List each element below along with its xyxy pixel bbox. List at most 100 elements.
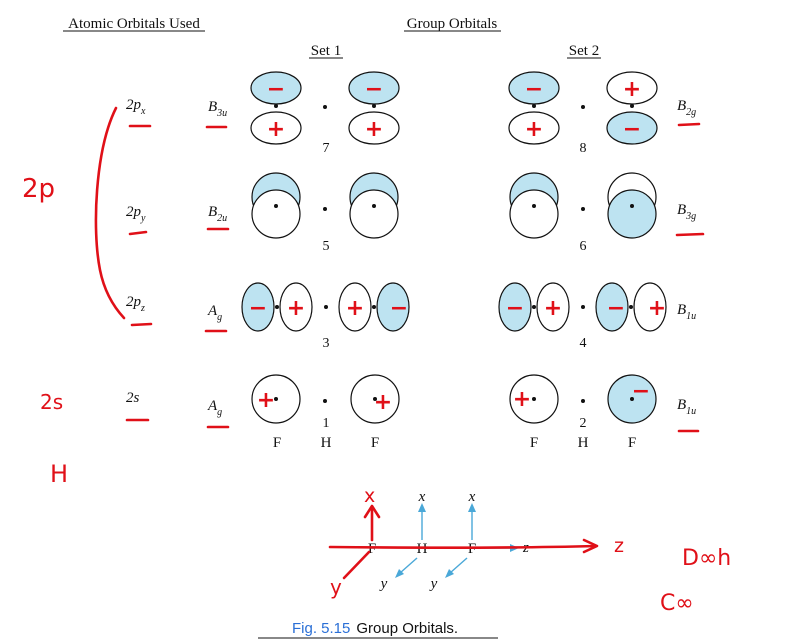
h-nucleus-dot: [324, 305, 328, 309]
orbital-6: [509, 172, 657, 239]
sym-label-row2-set2: B3g: [677, 202, 696, 222]
nucleus-dot: [630, 397, 634, 401]
x-axis-label: x: [418, 489, 426, 505]
plus-sign: +: [287, 296, 305, 321]
orbital-1: [251, 374, 400, 424]
sym-label-row3-set1: Ag: [207, 303, 222, 323]
py-lobe-front: [607, 189, 657, 239]
py-lobe-front: [251, 189, 301, 239]
handwritten-z-label: z: [614, 535, 624, 557]
nucleus-dot: [372, 104, 376, 108]
arrowhead: [418, 503, 426, 512]
px-lobe-bottom: [508, 111, 560, 145]
handwritten-point-group-dinfh: D∞h: [682, 546, 731, 571]
px-lobe-bottom: [348, 111, 400, 145]
nucleus-dot: [372, 204, 376, 208]
nucleus-dot: [373, 397, 377, 401]
orbital-number-3: 3: [323, 336, 330, 351]
nucleus-dot: [532, 104, 536, 108]
handwritten-y-axis: [342, 550, 371, 580]
py-lobe-front: [509, 189, 559, 239]
orbital-number-6: 6: [580, 239, 587, 254]
sym-label-row2-set1: B2u: [208, 204, 227, 224]
ao-label-2py: 2py: [126, 204, 146, 224]
h-nucleus-dot: [323, 207, 327, 211]
h-nucleus-dot: [323, 105, 327, 109]
minus-sign: −: [607, 296, 625, 321]
arrowhead: [468, 503, 476, 512]
ao-label-2px: 2px: [126, 97, 146, 117]
nucleus-dot: [274, 104, 278, 108]
y-axis-label: y: [429, 576, 438, 592]
handwritten-point-group-cinf: C∞: [660, 591, 694, 616]
underline-b3g: [675, 232, 705, 237]
nucleus-dot: [372, 305, 376, 309]
atom-label-h-set2: H: [578, 435, 589, 451]
arrowhead: [395, 569, 404, 578]
sym-label-row4-set2: B1u: [677, 397, 696, 417]
brace-2p: [94, 106, 126, 320]
plus-sign: +: [513, 387, 531, 412]
atom-label-f-left-set1: F: [273, 435, 281, 451]
sym-label-row3-set2: B1u: [677, 302, 696, 322]
atom-label-f-right-set1: F: [371, 435, 379, 451]
underline-b2g: [677, 122, 701, 127]
orbital-number-4: 4: [580, 336, 587, 351]
axis-atom-f-left: F: [368, 541, 376, 557]
handwritten-y-label: y: [330, 575, 342, 599]
plus-sign: +: [257, 388, 275, 413]
atom-label-f-left-set2: F: [530, 435, 538, 451]
orbital-7: [250, 71, 400, 145]
plus-sign: +: [525, 117, 543, 142]
nucleus-dot: [630, 104, 634, 108]
minus-sign: −: [506, 296, 524, 321]
nucleus-dot: [532, 204, 536, 208]
sym-label-row4-set1: Ag: [207, 398, 222, 418]
arrowhead: [445, 569, 454, 578]
h-nucleus-dot: [581, 399, 585, 403]
nucleus-dot: [532, 397, 536, 401]
group-orbitals-header: Group Orbitals: [407, 16, 498, 32]
underline-2pz: [130, 322, 153, 327]
plus-sign: +: [267, 117, 285, 142]
plus-sign: +: [648, 296, 666, 321]
pz-lobe-left: [241, 282, 275, 332]
handwritten-x-arrowhead: [363, 504, 381, 519]
atom-label-h-set1: H: [321, 435, 332, 451]
plus-sign: +: [365, 117, 383, 142]
pz-lobe-right: [279, 282, 313, 332]
h-nucleus-dot: [323, 399, 327, 403]
orbital-3: [241, 282, 410, 332]
sym-label-row1-set1: B3u: [208, 99, 227, 119]
pz-lobe-left: [498, 282, 532, 332]
orbital-4: [498, 282, 667, 332]
pz-lobe-right: [376, 282, 410, 332]
nucleus-dot: [275, 305, 279, 309]
h-nucleus-dot: [581, 207, 585, 211]
h-nucleus-dot: [581, 105, 585, 109]
px-lobe-bottom: [606, 111, 658, 145]
plus-sign: +: [623, 77, 641, 102]
y-axis-arrow-h: [399, 557, 418, 574]
sym-label-row1-set2: B2g: [677, 98, 696, 118]
set1-header: Set 1: [311, 43, 341, 59]
underline-2py: [128, 230, 148, 236]
minus-sign: −: [249, 296, 267, 321]
handwritten-z-axis: [328, 544, 598, 549]
minus-sign: −: [632, 379, 650, 404]
pz-lobe-left: [338, 282, 372, 332]
handwritten-z-arrowhead: [582, 538, 599, 554]
h-nucleus-dot: [581, 305, 585, 309]
set2-header: Set 2: [569, 43, 599, 59]
handwritten-x-label: x: [364, 485, 375, 507]
plus-sign: +: [346, 296, 364, 321]
nucleus-dot: [629, 305, 633, 309]
atomic-orbitals-header: Atomic Orbitals Used: [68, 16, 200, 32]
minus-sign: −: [525, 77, 543, 102]
pz-lobe-right: [633, 282, 667, 332]
pz-lobe-right: [536, 282, 570, 332]
atom-label-f-right-set2: F: [628, 435, 636, 451]
y-axis-arrow-f: [449, 557, 468, 574]
